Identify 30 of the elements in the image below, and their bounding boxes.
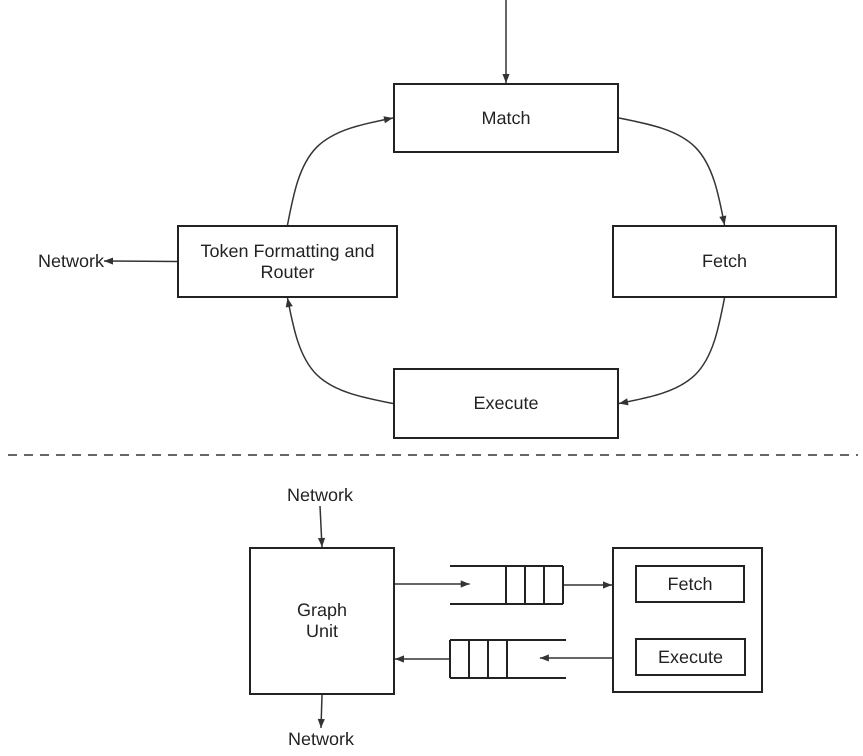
process-box <box>393 368 619 439</box>
box-label: Execute <box>658 646 724 668</box>
arrow <box>286 298 394 404</box>
process-box <box>249 547 395 695</box>
box-label: Fetch <box>667 574 713 594</box>
arrow <box>104 257 177 265</box>
arrow <box>540 654 612 662</box>
arrow <box>618 117 726 226</box>
box-label: Graph Unit <box>296 600 348 642</box>
box-label: Token Formatting and Router <box>199 240 376 282</box>
arrow <box>502 0 510 83</box>
arrow <box>286 116 394 226</box>
box-label: Fetch <box>702 251 748 272</box>
arrow <box>395 580 470 588</box>
process-box <box>612 225 837 298</box>
unit-box <box>612 547 763 693</box>
arrow <box>564 581 612 589</box>
network-label: Network <box>286 484 353 506</box>
arrow <box>318 506 326 548</box>
process-box <box>393 83 619 153</box>
process-box <box>635 638 746 676</box>
arrow <box>318 694 325 728</box>
arrow <box>395 655 449 663</box>
box-label: Execute <box>473 393 539 414</box>
process-box <box>635 565 745 603</box>
network-label: Network <box>288 728 354 750</box>
box-label: Match <box>481 108 531 128</box>
process-box <box>177 225 398 298</box>
arrow <box>618 298 726 406</box>
network-label: Network <box>38 250 104 272</box>
